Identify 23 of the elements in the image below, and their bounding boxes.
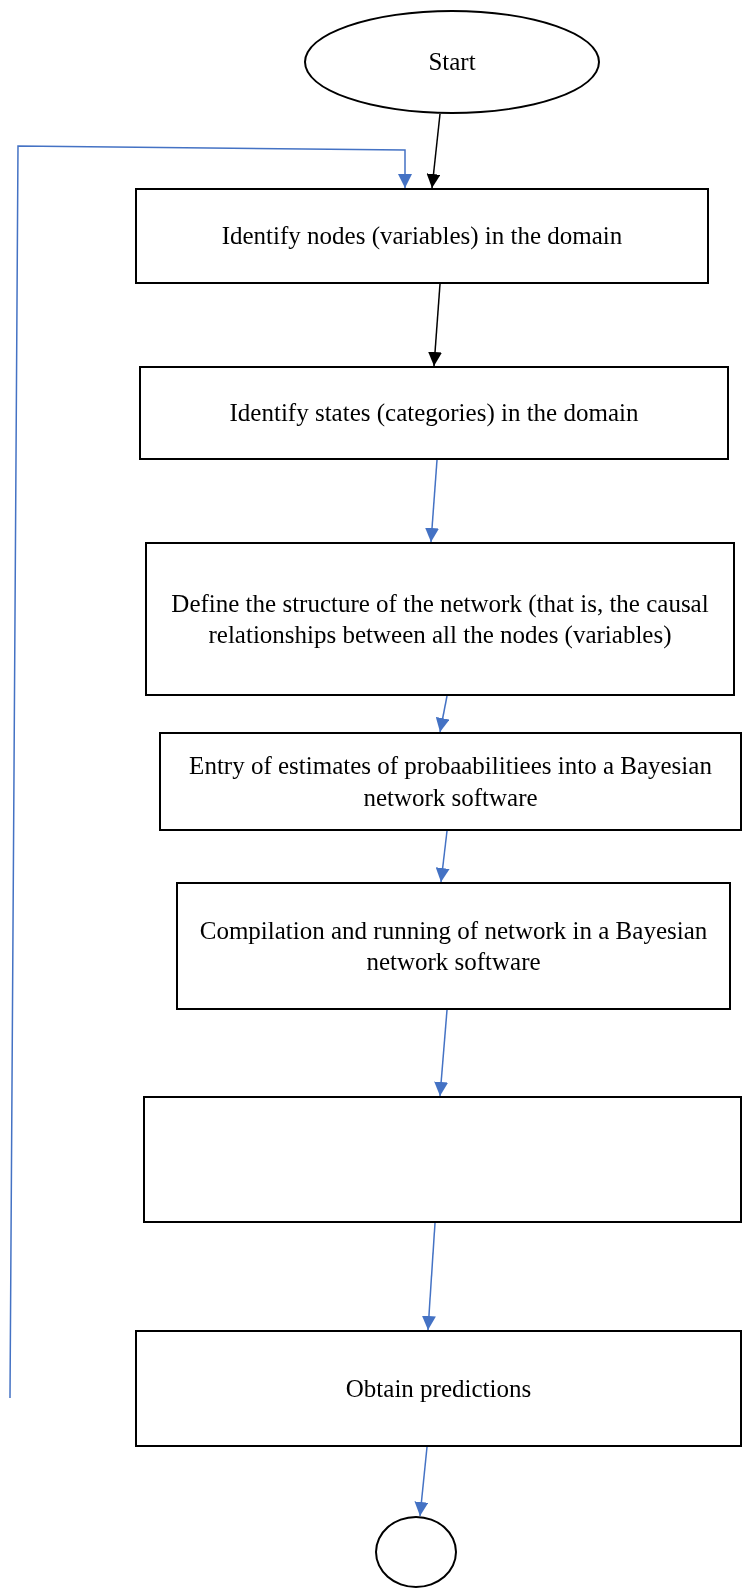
- arrow: [434, 1009, 449, 1097]
- step-text: Start: [428, 47, 476, 78]
- arrow: [414, 1446, 429, 1517]
- process-box: [135, 188, 709, 284]
- step-text: Obtain predictions: [345, 1373, 532, 1404]
- process-box: [143, 1096, 742, 1223]
- step-text: Define the structure of the network (that is, the causal relationships between all the nodes (variables): [170, 588, 710, 651]
- arrow: [425, 459, 439, 543]
- step-text: Compilation and running of network in a Bayesian network software: [198, 915, 709, 977]
- process-box: [159, 732, 742, 831]
- process-box: [135, 1330, 742, 1447]
- step-text: Entry of estimates of probaabilitiees into a Bayesian network software: [188, 751, 713, 813]
- feedback-arrow: [9, 145, 412, 1399]
- process-box: [145, 542, 735, 696]
- process-box: [176, 882, 731, 1010]
- step-text: Identify states (categories) in the domain: [229, 398, 639, 429]
- arrow: [426, 113, 441, 189]
- step-text: Identify nodes (variables) in the domain: [221, 221, 623, 252]
- arrow: [421, 1222, 436, 1331]
- arrow: [428, 283, 442, 367]
- arrow: [435, 695, 450, 733]
- process-box: [139, 366, 729, 460]
- arrow: [435, 830, 450, 883]
